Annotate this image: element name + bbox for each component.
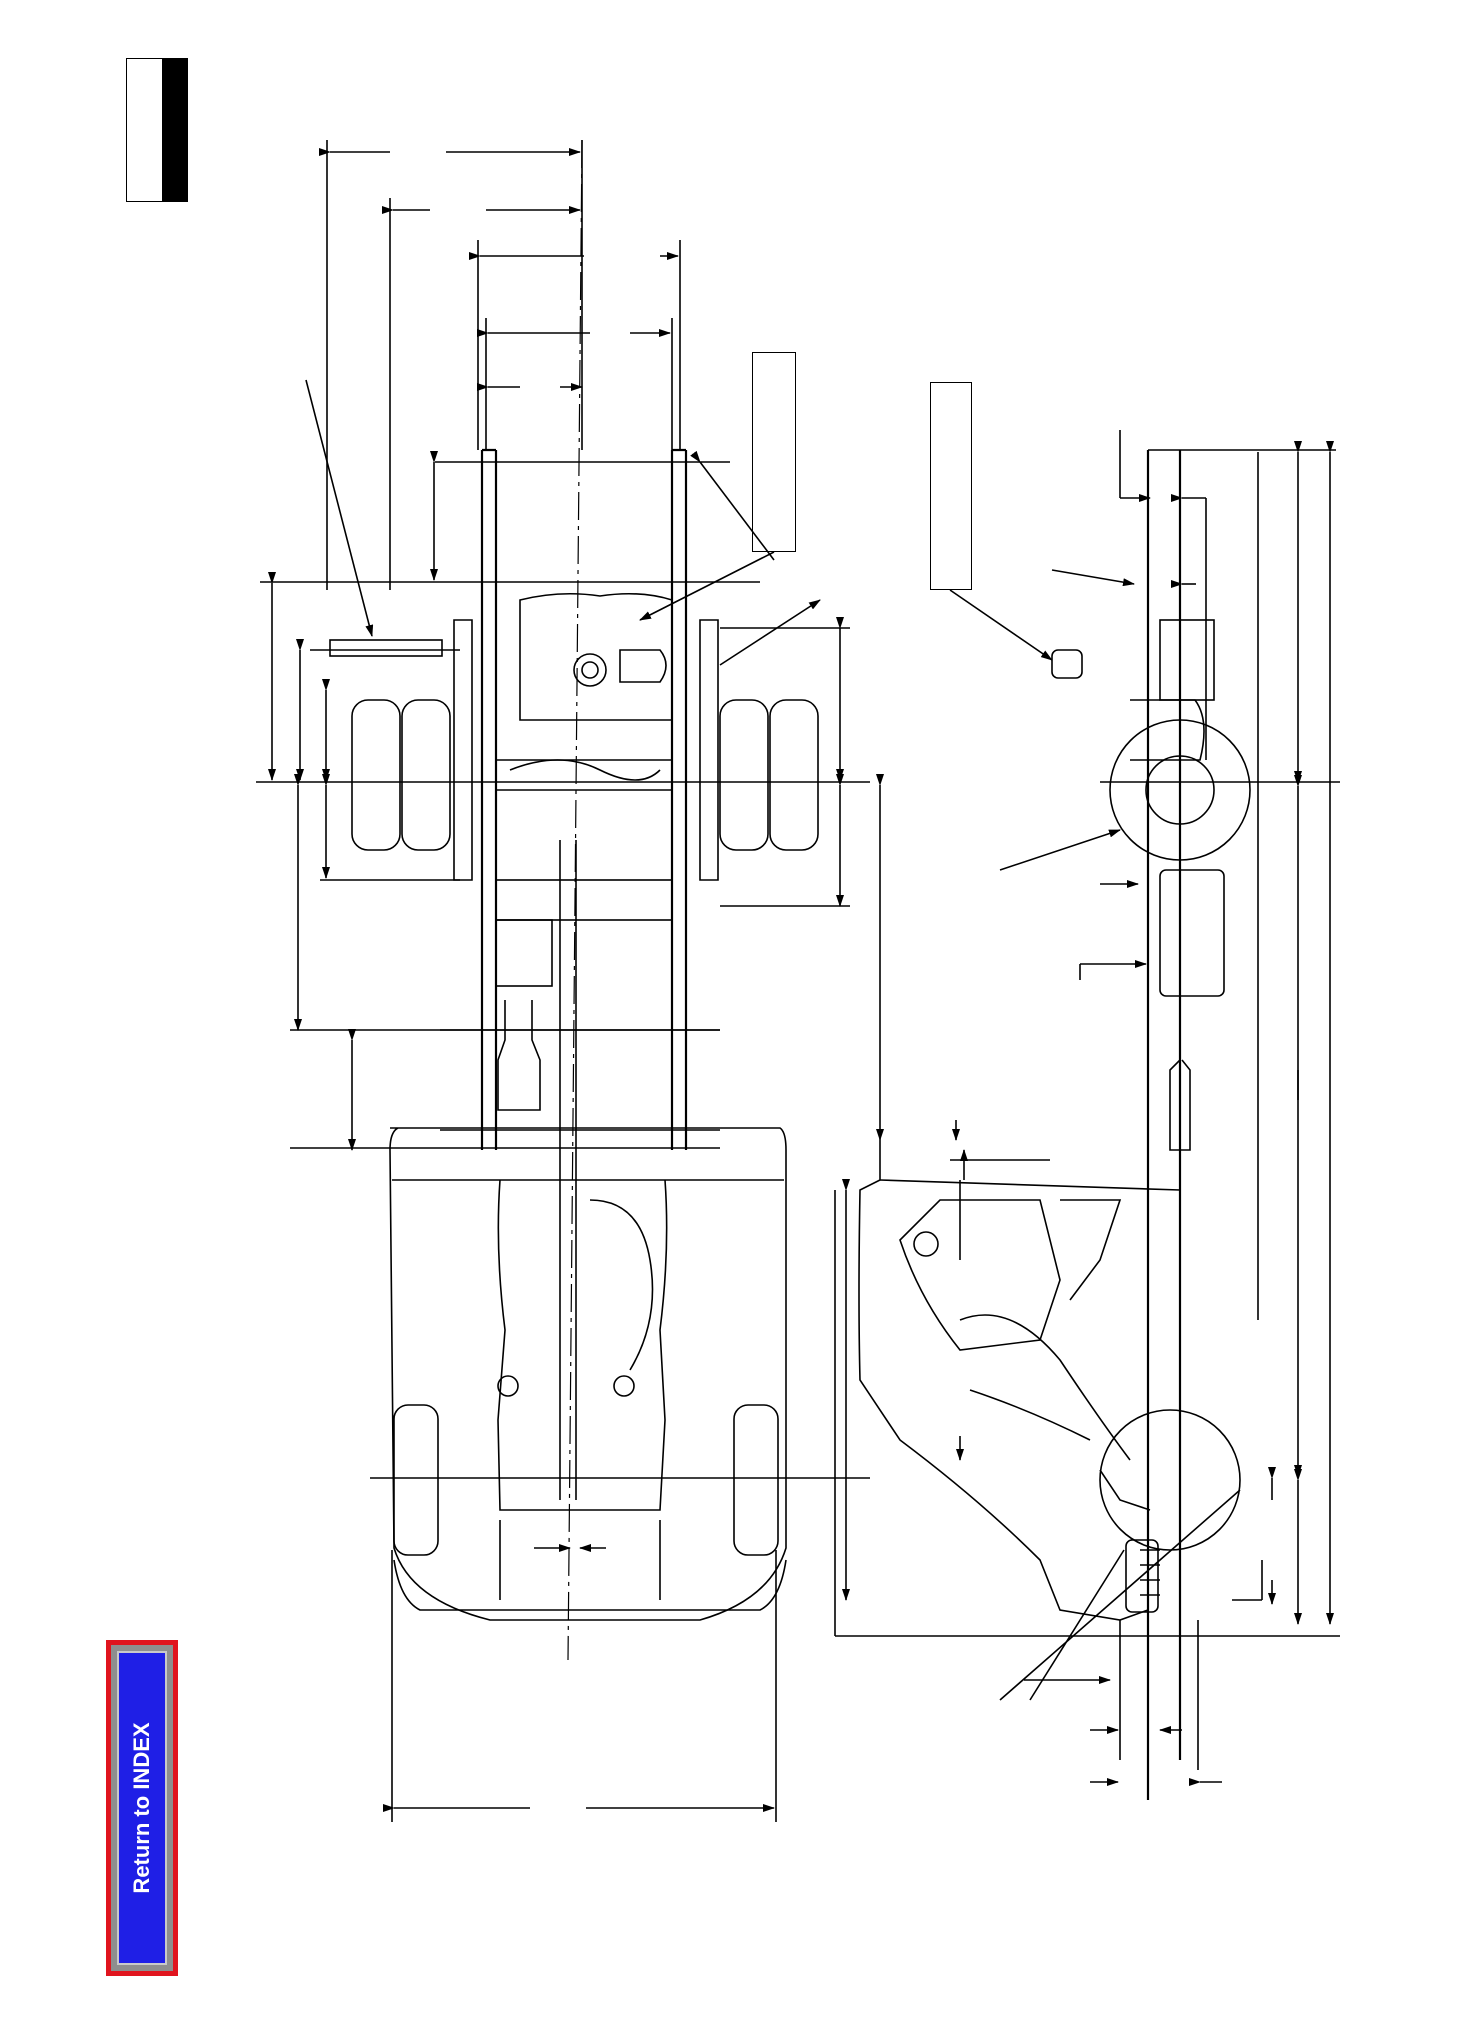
exhaust-plan [495,840,577,1500]
side-view [834,430,1340,1800]
rear-axle-plan [453,592,719,881]
return-button-label: Return to INDEX [129,1722,154,1894]
rear-tires-left [351,699,451,851]
callout-leader-plan [639,551,775,621]
frame-rails [260,448,760,1150]
callout-box-side-view [930,382,972,590]
rear-tires-right [719,699,819,851]
side-top-dimensions [1051,430,1336,760]
return-button-face[interactable]: Return to INDEX [117,1651,167,1965]
top-width-dimensions [319,140,681,590]
frame-side [1146,449,1182,1800]
callout-leader-side [949,589,1053,661]
section-tab-white [126,58,164,202]
section-tab-icon [162,58,188,202]
plan-right-dimensions [690,450,884,1141]
cab-plan [389,1127,787,1621]
return-to-index-button[interactable]: Return to INDEX [106,1640,178,1976]
muffler-side [1079,869,1225,1151]
cab-side [834,1120,1340,1637]
callout-box-top-view [752,352,796,552]
plan-view [256,139,884,1822]
left-vertical-dimensions [268,451,720,1151]
centerline [567,139,583,1661]
side-right-vertical-dimensions [1257,441,1334,1625]
rear-wheel-side [999,619,1340,888]
hitch-bar [305,379,443,657]
side-bottom-dimensions [999,1489,1263,1786]
bottom-width-dimension [383,1544,777,1822]
